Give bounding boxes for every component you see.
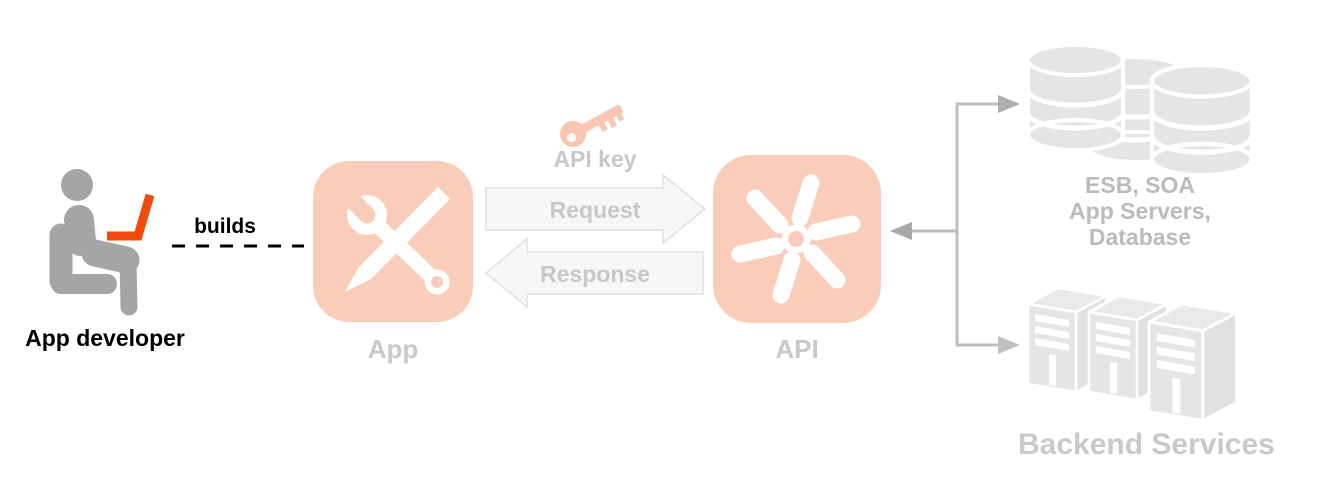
database-left: [1028, 45, 1123, 150]
backend-systems-label: ESB, SOA App Servers, Database: [1040, 172, 1240, 250]
gear-hub-hole: [788, 231, 804, 247]
server-towers-icon: [1026, 286, 1238, 422]
response-arrow: [484, 237, 704, 309]
connector-lines: [912, 102, 998, 347]
database-stack-icon: [1020, 40, 1265, 178]
wrench-jaw-notch: [339, 187, 373, 221]
database-right: [1152, 65, 1252, 175]
pencil-tip: [345, 267, 371, 292]
request-arrow: [485, 173, 707, 245]
laptop-icon: [107, 193, 155, 241]
request-label: Request: [549, 197, 641, 223]
person-head: [61, 169, 93, 201]
arrowhead-to-api: [890, 222, 912, 240]
key-hole: [567, 133, 577, 143]
wrench-and-pencil-icon: [313, 161, 473, 322]
dashed-line: [172, 244, 304, 248]
branch-connector: [890, 95, 1020, 354]
app-label: App: [367, 334, 419, 364]
backend-systems-line2: App Servers,: [1069, 198, 1211, 224]
person-at-laptop-icon: [49, 169, 155, 316]
wrench-handle: [367, 215, 439, 284]
wrench-end-hole: [431, 276, 443, 288]
backend-services-label: Backend Services: [1018, 428, 1275, 461]
backend-systems-line1: ESB, SOA: [1085, 172, 1195, 198]
key-icon: [560, 104, 625, 147]
request-response-arrows: [484, 173, 707, 309]
arrowhead-to-databases: [998, 95, 1020, 113]
api-label: API: [775, 334, 819, 364]
api-key-label: API key: [553, 146, 637, 172]
pencil: [358, 187, 451, 279]
builds-label: builds: [194, 215, 256, 238]
gear-spokes: [731, 174, 861, 304]
arrowhead-to-servers: [998, 336, 1020, 354]
backend-systems-line3: Database: [1088, 224, 1192, 250]
response-label: Response: [540, 261, 650, 287]
person-torso: [64, 205, 96, 256]
developer-label: App developer: [25, 325, 185, 351]
server-right: [1147, 302, 1238, 422]
person-thigh: [81, 239, 140, 274]
gear-pinwheel-icon: [713, 155, 881, 323]
